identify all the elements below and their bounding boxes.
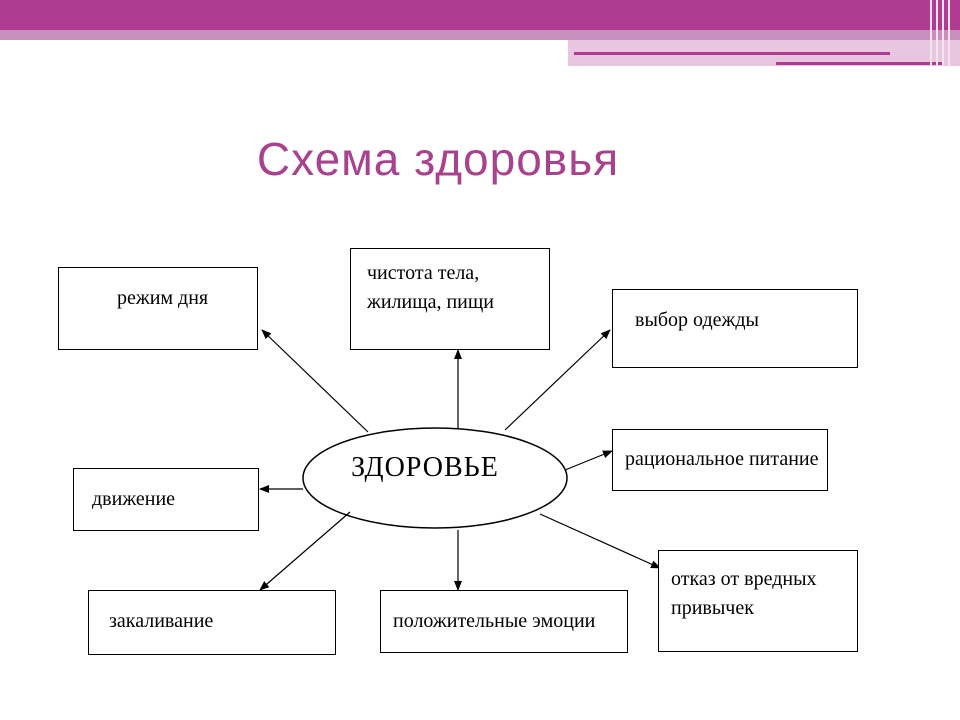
slide-title: Схема здоровья (256, 133, 620, 185)
node-cleanliness: чистота тела, жилища, пищи (350, 248, 550, 350)
node-label: выбор одежды (635, 309, 759, 331)
node-daily-regime: режим дня (58, 267, 258, 350)
header-stripe (942, 0, 944, 66)
node-habits: отказ от вредных привычек (658, 550, 858, 652)
node-label: рациональное питание (625, 448, 819, 470)
node-emotions: положительные эмоции (380, 590, 628, 653)
arrow-nutrition (564, 450, 613, 471)
header-band-light (0, 30, 960, 40)
node-label: режим дня (117, 287, 209, 309)
node-label: закаливание (109, 610, 214, 632)
header-stripe (948, 0, 950, 66)
arrow-clothing (504, 329, 611, 431)
header-line (776, 62, 944, 65)
node-label: положительные эмоции (393, 610, 596, 632)
header-band (0, 0, 960, 30)
node-label: отказ от вредных привычек (671, 568, 817, 619)
header-line (574, 52, 890, 55)
node-clothing: выбор одежды (612, 289, 858, 368)
node-hardening: закаливание (88, 590, 336, 655)
node-label: движение (92, 488, 176, 510)
node-label: чистота тела, жилища, пищи (367, 262, 494, 313)
node-movement: движение (73, 468, 259, 531)
arrow-habits (539, 513, 661, 569)
node-nutrition: рациональное питание (612, 429, 828, 491)
center-ellipse (302, 427, 568, 529)
header-stripe (930, 0, 932, 66)
header-stripe (936, 0, 938, 66)
arrow-daily-regime (261, 329, 369, 433)
center-label: ЗДОРОВЬЕ (351, 452, 499, 483)
arrow-hardening (259, 511, 351, 591)
